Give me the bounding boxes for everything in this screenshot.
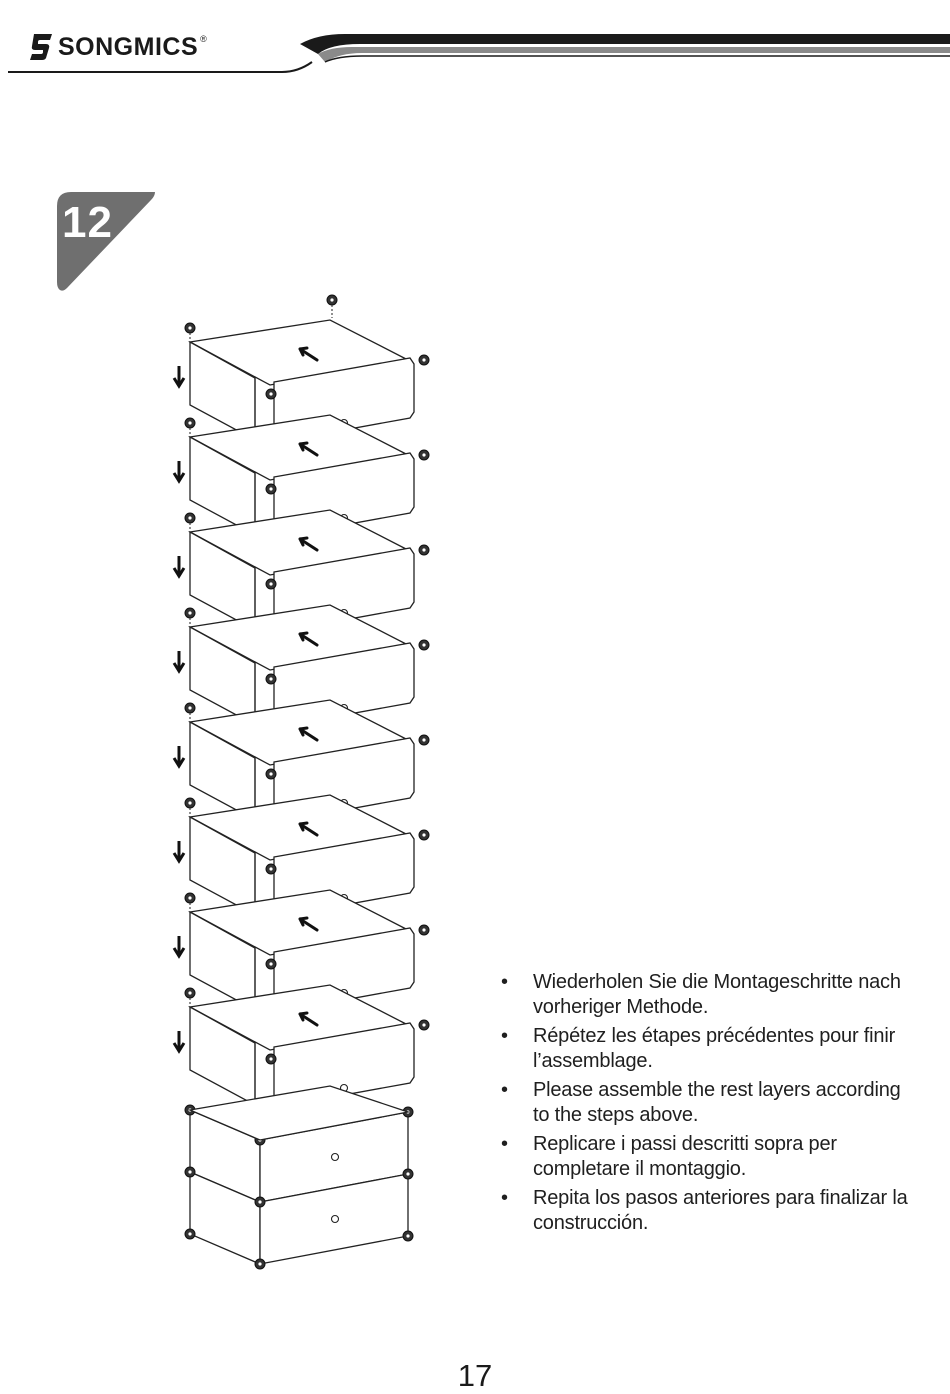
instruction-fr: •Répétez les étapes précédentes pour fin… <box>501 1025 896 1072</box>
page-number: 17 <box>457 1358 493 1393</box>
down-arrow-icon <box>172 841 186 864</box>
assembly-illustration <box>172 294 430 1270</box>
down-arrow-icon <box>172 936 186 959</box>
push-arrow-icon <box>298 346 319 362</box>
push-arrow-icon <box>298 726 319 742</box>
instruction-it: •Replicare i passi descritti sopra per c… <box>501 1133 837 1180</box>
push-arrow-icon <box>298 1011 319 1027</box>
push-arrow-icon <box>298 536 319 552</box>
push-arrow-icon <box>298 441 319 457</box>
songmics-logo-icon <box>30 34 52 60</box>
door-hole <box>330 1214 340 1224</box>
page-header: SONGMICS ® <box>0 0 950 80</box>
door-hole <box>330 1152 340 1162</box>
down-arrow-icon <box>172 1031 186 1054</box>
instruction-en: •Please assemble the rest layers accordi… <box>501 1079 901 1126</box>
push-arrow-icon <box>298 631 319 647</box>
push-arrow-icon <box>298 821 319 837</box>
header-rule <box>8 34 950 73</box>
step-number: 12 <box>62 198 113 247</box>
step-badge <box>57 192 155 291</box>
down-arrow-icon <box>172 556 186 579</box>
brand-logo: SONGMICS ® <box>28 30 207 64</box>
down-arrow-icon <box>172 461 186 484</box>
push-arrow-icon <box>298 916 319 932</box>
instruction-es: •Repita los pasos anteriores para finali… <box>501 1187 908 1234</box>
brand-name: SONGMICS <box>58 32 199 61</box>
registered-mark: ® <box>200 34 207 44</box>
top-panel <box>187 1085 411 1141</box>
down-arrow-icon <box>172 746 186 769</box>
instruction-de: •Wiederholen Sie die Montageschritte nac… <box>501 971 901 1018</box>
down-arrow-icon <box>172 651 186 674</box>
down-arrow-icon <box>172 366 186 389</box>
instruction-list: •Wiederholen Sie die Montageschritte nac… <box>497 970 917 1240</box>
